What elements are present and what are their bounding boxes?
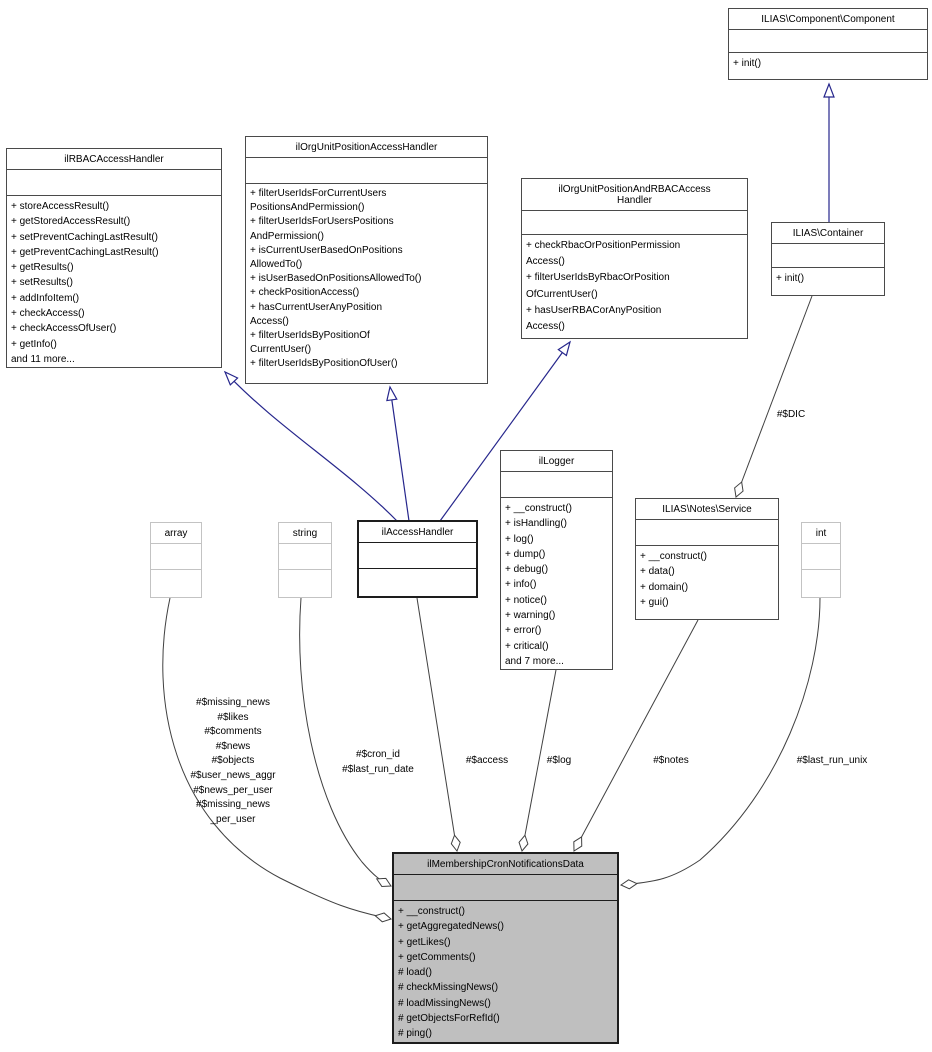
class-title: ILIAS\Component\Component: [729, 9, 927, 30]
class-box-ilorgunitpositionaccesshandler[interactable]: ilOrgUnitPositionAccessHandler + filterU…: [245, 136, 488, 384]
attributes-section: [394, 875, 617, 901]
class-title: ilRBACAccessHandler: [7, 149, 221, 170]
class-box-ilias-component-component[interactable]: ILIAS\Component\Component + init(): [728, 8, 928, 80]
class-box-ilmembershipcronnotificationsdata: ilMembershipCronNotificationsData + __co…: [392, 852, 619, 1044]
class-box-ilorgunitpositionandrbacaccesshandler[interactable]: ilOrgUnitPositionAndRBACAccess Handler +…: [521, 178, 748, 339]
edge-array-to-main: [162, 597, 392, 923]
methods-section: [279, 570, 331, 597]
edge-accesshandler-extends-orgunitpositionandrbacaccesshandler: [439, 340, 571, 522]
edge-notes-service-to-main: [573, 619, 699, 852]
edge-string-to-main: [299, 597, 392, 887]
edge-accesshandler-extends-rbacaccesshandler: [223, 370, 398, 522]
methods-section: + init(): [776, 273, 805, 284]
edge-label-string-fields: #$cron_id #$last_run_date: [342, 749, 414, 775]
class-title: array: [151, 523, 201, 544]
edge-logger-to-main: [518, 669, 557, 853]
methods-section: [151, 570, 201, 597]
edge-container-dic-notes-service: [734, 295, 813, 498]
class-box-illogger[interactable]: ilLogger + __construct() + isHandling() …: [500, 450, 613, 670]
class-title: ilMembershipCronNotificationsData: [394, 854, 617, 875]
edge-label-array-fields: #$missing_news #$likes #$comments #$news…: [190, 697, 276, 825]
attributes-section: [7, 170, 221, 196]
edge-int-to-main: [619, 597, 821, 890]
edge-label-last-run-unix-field: #$last_run_unix: [796, 755, 868, 766]
methods-section: + checkRbacOrPositionPermission Access()…: [526, 240, 681, 333]
class-title: ILIAS\Container: [772, 223, 884, 244]
class-box-ilias-container[interactable]: ILIAS\Container + init(): [771, 222, 885, 296]
methods-section: + filterUserIdsForCurrentUsers Positions…: [250, 188, 422, 370]
attributes-section: [359, 543, 476, 569]
class-title: ilOrgUnitPositionAccessHandler: [246, 137, 487, 158]
type-box-string: string: [278, 522, 332, 598]
attributes-section: [279, 544, 331, 570]
attributes-section: [501, 472, 612, 498]
methods-section: + init(): [733, 58, 762, 69]
attributes-section: [522, 211, 747, 235]
attributes-section: [246, 158, 487, 184]
edge-label-log-field: #$log: [546, 755, 572, 766]
class-title: ilOrgUnitPositionAndRBACAccess Handler: [522, 179, 747, 211]
edge-accesshandler-to-main: [416, 597, 461, 853]
class-box-ilaccesshandler[interactable]: ilAccessHandler: [357, 520, 478, 598]
edge-label-dic: #$DIC: [776, 409, 806, 420]
class-title: ILIAS\Notes\Service: [636, 499, 778, 520]
attributes-section: [772, 244, 884, 268]
class-title: ilAccessHandler: [359, 522, 476, 543]
methods-section: [802, 570, 840, 597]
attributes-section: [802, 544, 840, 570]
type-box-array: array: [150, 522, 202, 598]
class-box-ilias-notes-service[interactable]: ILIAS\Notes\Service + __construct() + da…: [635, 498, 779, 620]
methods-section: + storeAccessResult() + getStoredAccessR…: [11, 201, 159, 365]
attributes-section: [729, 30, 927, 53]
methods-section: + __construct() + data() + domain() + gu…: [640, 551, 707, 608]
class-title: string: [279, 523, 331, 544]
methods-section: + __construct() + isHandling() + log() +…: [505, 503, 572, 667]
type-box-int: int: [801, 522, 841, 598]
class-title: int: [802, 523, 840, 544]
attributes-section: [151, 544, 201, 570]
attributes-section: [636, 520, 778, 546]
methods-section: [359, 569, 476, 596]
class-box-ilrbacaccesshandler[interactable]: ilRBACAccessHandler + storeAccessResult(…: [6, 148, 222, 368]
edge-accesshandler-extends-orgunitpositionaccesshandler: [386, 385, 410, 522]
methods-section: + __construct() + getAggregatedNews() + …: [398, 906, 504, 1040]
edge-label-access-field: #$access: [465, 755, 509, 766]
class-title: ilLogger: [501, 451, 612, 472]
edge-label-notes-field: #$notes: [653, 755, 689, 766]
